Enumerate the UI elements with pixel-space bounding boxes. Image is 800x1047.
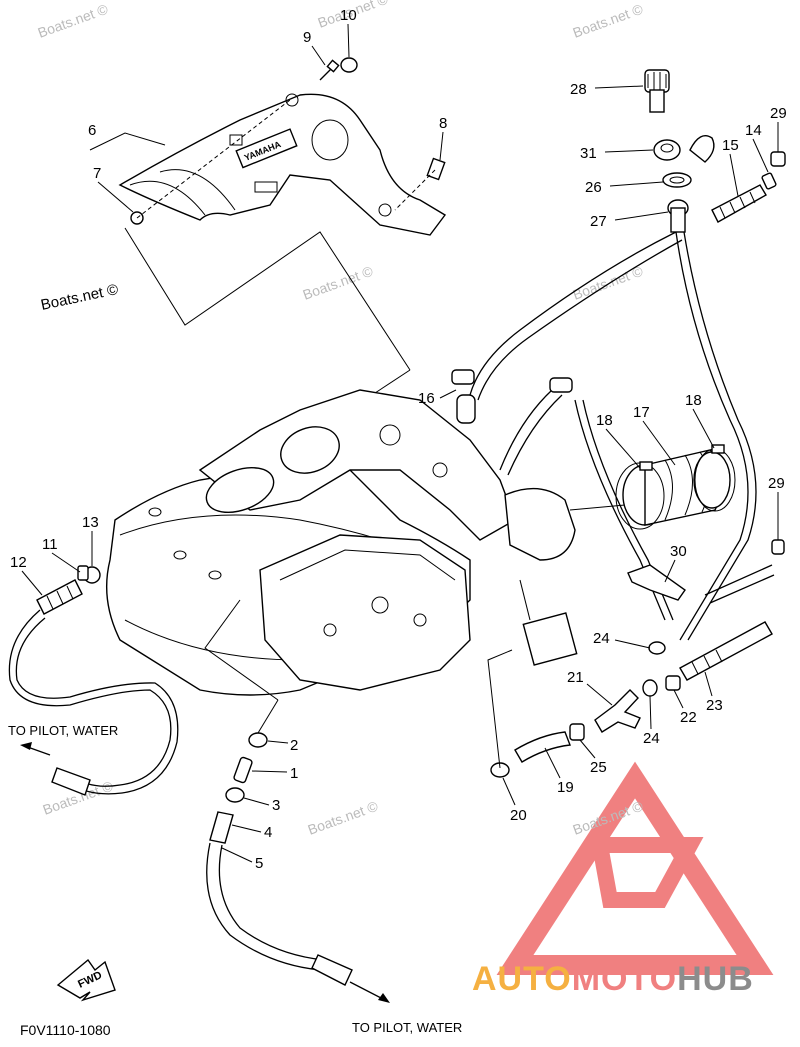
callout-1: 1	[290, 765, 298, 782]
fitting-11	[77, 565, 89, 581]
fitting-27	[667, 199, 689, 233]
clamp-25	[569, 723, 585, 741]
clamp-18b	[694, 444, 736, 512]
callout-11: 11	[42, 536, 58, 553]
callout-22: 22	[680, 709, 697, 726]
callout-8: 8	[439, 115, 447, 132]
nut-31	[653, 139, 681, 161]
clamp-2	[248, 732, 268, 748]
callout-25: 25	[590, 759, 607, 776]
note-pilot-water-left: TO PILOT, WATER	[8, 723, 118, 738]
clamp-29a	[770, 151, 786, 167]
callout-9: 9	[303, 29, 311, 46]
hose-15	[711, 184, 767, 223]
callout-13: 13	[82, 514, 99, 531]
clamp-18a	[615, 461, 665, 530]
clamp-29b	[771, 539, 785, 555]
callout-7: 7	[93, 165, 101, 182]
clamp-3	[225, 787, 245, 803]
intake-cover: YAMAHA	[118, 93, 447, 236]
diagram-code: F0V1110-1080	[20, 1022, 111, 1038]
clamp-24a	[648, 641, 666, 655]
fwd-arrow-icon: FWD	[56, 958, 116, 1002]
svg-text:AUTOMOTOHUB: AUTOMOTOHUB	[472, 960, 754, 998]
strap	[689, 135, 715, 163]
watermark-text: Boats.net ©	[301, 262, 376, 302]
hose-end-bottom	[311, 954, 353, 986]
callout-30: 30	[670, 543, 687, 560]
cap-10	[340, 57, 358, 73]
callout-5: 5	[255, 855, 263, 872]
clip-8	[426, 157, 446, 181]
hose-4	[209, 811, 234, 844]
hose-23	[679, 621, 773, 681]
callout-10: 10	[340, 7, 357, 24]
callout-27: 27	[590, 213, 607, 230]
clamp-20	[490, 762, 510, 778]
automotohub-logo: AUTOMOTOHUB	[472, 761, 774, 998]
logo-part-auto: AUTO	[472, 960, 572, 998]
watermark-text: Boats.net ©	[571, 0, 646, 40]
ring-26	[662, 172, 692, 188]
callouts: 2 1 3 4 5 6 7 8 9 10 11 12 13 14 15 16 1…	[10, 7, 787, 872]
callout-12: 12	[10, 554, 27, 571]
hose-30	[627, 564, 686, 601]
callout-3: 3	[272, 797, 280, 814]
hose-end-left	[51, 767, 91, 796]
callout-16: 16	[418, 390, 435, 407]
callout-15: 15	[722, 137, 739, 154]
callout-29b: 29	[768, 475, 785, 492]
callout-31: 31	[580, 145, 597, 162]
logo-part-moto: MOTO	[572, 960, 677, 998]
watermark-text: Boats.net ©	[36, 0, 111, 40]
callout-4: 4	[264, 824, 272, 841]
y-joint-21	[594, 689, 641, 733]
lower-airbox	[259, 534, 471, 691]
callout-21: 21	[567, 669, 584, 686]
note-pilot-water-bottom: TO PILOT, WATER	[352, 1020, 462, 1035]
callout-28: 28	[570, 81, 587, 98]
callout-19: 19	[557, 779, 574, 796]
callout-17: 17	[633, 404, 650, 421]
callout-26: 26	[585, 179, 602, 196]
callout-18a: 18	[596, 412, 613, 429]
intake-manifold	[198, 389, 516, 541]
fitting-1	[233, 756, 253, 784]
hose-12	[36, 579, 83, 615]
callout-24b: 24	[643, 730, 660, 747]
vent-fitting	[549, 377, 573, 393]
callout-14: 14	[745, 122, 762, 139]
logo-part-hub: HUB	[677, 960, 754, 998]
hose-16	[451, 369, 476, 424]
watermark-text-dark: Boats.net ©	[39, 281, 119, 314]
hose-clamp-14	[761, 172, 777, 190]
callout-24a: 24	[593, 630, 610, 647]
clamp-22	[665, 675, 681, 691]
callout-18b: 18	[685, 392, 702, 409]
callout-20: 20	[510, 807, 527, 824]
callout-2: 2	[290, 737, 298, 754]
rubber-coupler-17	[622, 449, 731, 526]
callout-23: 23	[706, 697, 723, 714]
callout-6: 6	[88, 122, 96, 139]
screw-9	[319, 59, 340, 81]
sensor-box	[519, 579, 578, 666]
clamp-24b	[642, 679, 658, 697]
watermark-text: Boats.net ©	[306, 797, 381, 837]
hose-19	[514, 731, 571, 763]
filler-cap-28	[644, 69, 670, 113]
callout-29a: 29	[770, 105, 787, 122]
